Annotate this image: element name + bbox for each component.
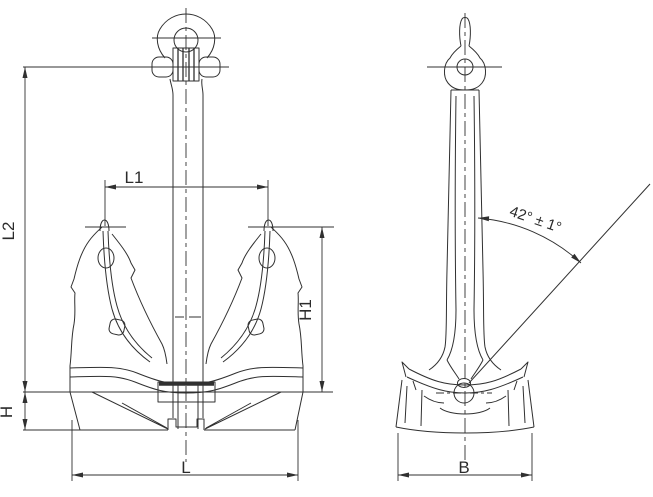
arrow-h-bottom: [22, 419, 28, 430]
arrow-h1-top: [319, 227, 325, 238]
arrow-b-right: [521, 472, 532, 478]
arm-inner-right: [205, 233, 262, 365]
shank-to-pivot: [446, 359, 484, 380]
crown-side-slants: [69, 391, 304, 431]
horn-right: [520, 361, 529, 378]
arrow-h1-bottom: [319, 381, 325, 392]
arm-inner-left: [111, 233, 168, 365]
crown-side-sides: [395, 379, 535, 428]
dim-arc-angle: [477, 217, 582, 264]
dim-label-l: L: [181, 458, 190, 477]
horn-left: [401, 361, 410, 378]
arrow-l1-right: [257, 184, 268, 190]
shank-sides: [172, 95, 204, 418]
shank-neck: [169, 78, 204, 96]
angle-label: 42° ± 1°: [507, 203, 563, 237]
front-view-anchor-outline: [69, 13, 304, 431]
dimension-labels: L1 L2 H1 H L B 42° ± 1°: [0, 168, 564, 477]
ext-lines-l: [71, 420, 299, 481]
arm-boss-upper-left: [97, 247, 115, 269]
horn-base-ticks: [412, 380, 518, 391]
dim-label-h: H: [0, 406, 16, 418]
dim-label-b: B: [458, 458, 469, 477]
arrow-l-left: [72, 472, 83, 478]
pivot-pin-cap: [457, 378, 471, 388]
shank-side-inner: [446, 95, 484, 361]
arm-boss-lower-right: [247, 318, 265, 336]
crown-side-edges: [69, 366, 304, 392]
fluke-blade-right: [220, 230, 271, 363]
arrow-angle-end: [571, 253, 581, 263]
arrow-b-left: [398, 472, 409, 478]
fluke-blade-left: [102, 230, 153, 363]
dimension-lines: [22, 37, 582, 481]
crown-bottom-notch: [167, 418, 205, 430]
arm-boss-upper-right: [258, 247, 276, 269]
arrow-l1-left: [105, 184, 116, 190]
bill-tip-left: [99, 219, 110, 232]
bill-tip-right: [263, 219, 274, 232]
centerlines: [185, 8, 492, 462]
arrow-l2-top: [22, 67, 28, 78]
arrow-angle-start: [478, 216, 490, 222]
arrow-l-right: [287, 472, 298, 478]
arrow-l2-bottom: [22, 381, 28, 392]
shackle-pin-hatch: [177, 48, 195, 81]
dim-label-h1: H1: [296, 299, 315, 321]
crown-face-diagonals: [91, 391, 282, 430]
shank-inner-lines: [177, 384, 199, 429]
crown-top-edge: [69, 366, 304, 385]
arm-outer-left: [69, 226, 103, 367]
arrow-h-top: [22, 392, 28, 403]
crown-side-verticals: [404, 385, 526, 427]
shank-side-outer: [428, 89, 502, 371]
arm-outer-right: [270, 226, 304, 367]
arm-boss-lower-left: [108, 318, 126, 336]
ext-lines-b: [397, 433, 533, 481]
dim-label-l2: L2: [0, 222, 18, 241]
fluke-swing-line: [468, 183, 651, 384]
side-view-anchor-outline: [395, 17, 651, 434]
ext-lines-l1: [104, 180, 269, 226]
dim-label-l1: L1: [125, 168, 144, 187]
